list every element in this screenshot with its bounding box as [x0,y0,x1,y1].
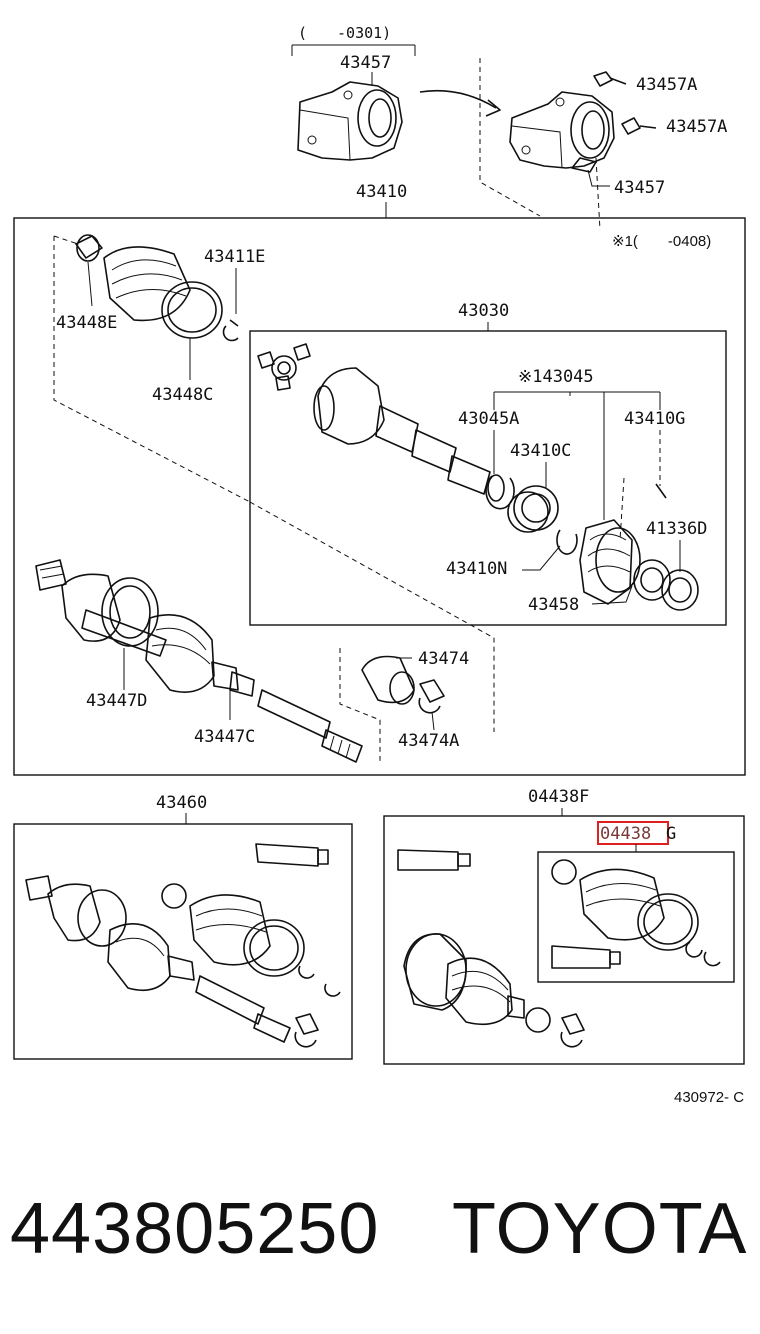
label-43410: 43410 [356,182,407,202]
label-43474A: 43474A [398,731,459,751]
label-43447D: 43447D [86,691,147,711]
inner-joint-housing [313,367,515,510]
outer-joint-shaft [35,559,363,763]
label-43411E: 43411E [204,247,265,267]
kit-04438F-parts [397,849,585,1048]
label-41336D: 41336D [646,519,707,539]
label-43474: 43474 [418,649,469,669]
bearing-bracket-new [509,91,615,173]
snap-ring-43410N [556,529,578,555]
note-range: ※1( -0408) [612,233,711,250]
label-43460: 43460 [156,793,207,813]
kit-43460-parts [25,843,341,1048]
assembly-43410-frame [13,217,746,776]
label-43457-right: 43457 [614,178,665,198]
bolt-43457A-2 [621,117,657,135]
bolt-43457A-1 [593,71,627,87]
label-43030: 43030 [458,301,509,321]
figure-code: 430972- C [674,1089,744,1106]
label-43447C: 43447C [194,727,255,747]
label-04438G-suffix: G [666,824,676,844]
label-04438G: 04438 [600,824,651,844]
highlight-04438G [597,821,669,845]
label-43457-left: 43457 [340,53,391,73]
label-43410G: 43410G [624,409,685,429]
label-43045A: 43045A [458,409,519,429]
label-43458: 43458 [528,595,579,615]
brand-name: TOYOTA [452,1189,748,1269]
footer-banner: 443805250 TOYOTA [0,1178,760,1298]
bearing-43410C [507,485,559,533]
top-range-label: ( -0301) [298,24,391,42]
tripod-joint [257,343,311,391]
label-43410C: 43410C [510,441,571,461]
inner-joint-43030-frame [249,330,727,626]
label-43448E: 43448E [56,313,117,333]
label-43457A-2: 43457A [666,117,727,137]
label-04438F: 04438F [528,787,589,807]
kit-04438G-parts [551,859,721,969]
outer-boot-kit [75,234,239,342]
label-43410N: 43410N [446,559,507,579]
kit-04438G-frame [537,851,735,983]
boot-43474 [361,655,445,714]
kit-04438F-frame [383,815,745,1065]
part-number: 443805250 [10,1189,380,1269]
top-range-bracket [291,44,416,56]
label-43045: ※143045 [518,367,594,387]
label-43448C: 43448C [152,385,213,405]
label-43457A-1: 43457A [636,75,697,95]
bearing-bracket-old [297,81,403,161]
kit-43460-frame [13,823,353,1060]
